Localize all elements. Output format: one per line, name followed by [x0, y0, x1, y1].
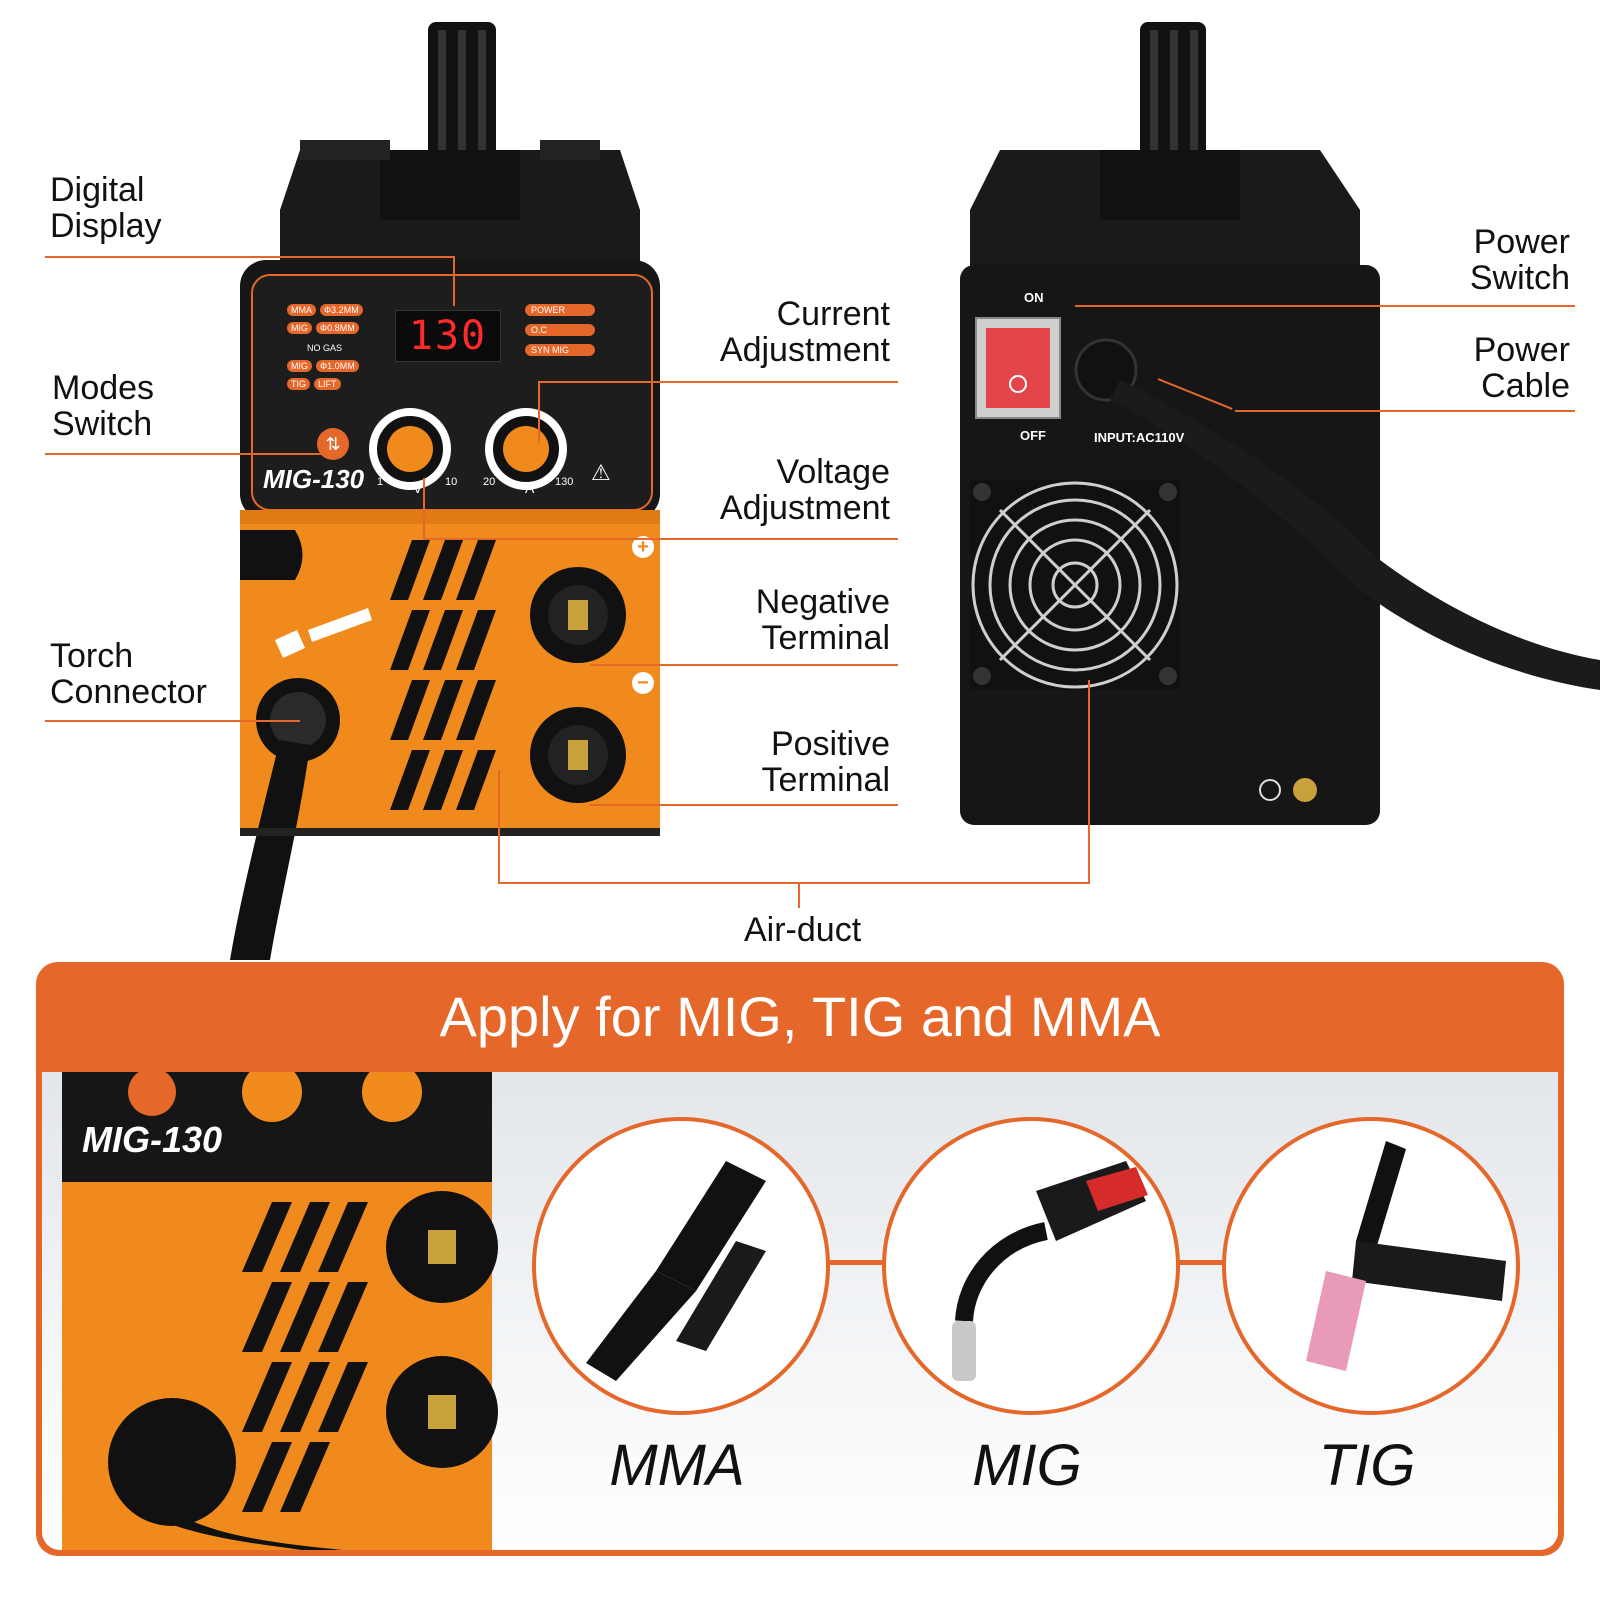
mode-label-list: MMA Φ3.2MM MIG Φ0.8MM NO GAS MIG Φ1.0MM … — [287, 304, 397, 390]
modes-switch-button[interactable]: ⇅ — [317, 428, 349, 460]
switch-off-label: OFF — [1020, 428, 1046, 443]
indicator-oc: O.C — [525, 324, 595, 336]
callout-digital-display: Digital Display — [50, 171, 162, 245]
callout-modes-switch: Modes Switch — [52, 369, 155, 443]
leader-line — [590, 664, 898, 666]
mma-torch-circle — [532, 1117, 830, 1415]
callout-negative-terminal: Negative Terminal — [755, 583, 890, 657]
indicator-power: POWER — [525, 304, 595, 316]
callout-current-adjustment: Current Adjustment — [719, 295, 890, 369]
callout-power-switch: Power Switch — [1469, 223, 1570, 297]
svg-text:MIG-130: MIG-130 — [82, 1119, 222, 1160]
leader-line — [423, 538, 898, 540]
mode-label: Φ1.0MM — [316, 360, 359, 372]
warning-icon: ⚠ — [591, 460, 611, 485]
connector-line — [827, 1260, 887, 1265]
mode-label: TIG — [287, 378, 310, 390]
terminal-plus-sign: + — [632, 536, 654, 558]
mode-label: LIFT — [314, 378, 341, 390]
indicator-list: POWER O.C SYN MIG — [525, 304, 595, 356]
voltage-max: 10 — [445, 476, 458, 488]
input-voltage-label: INPUT:AC110V — [1094, 430, 1185, 445]
current-max: 130 — [555, 476, 574, 488]
mode-row: MMA Φ3.2MM — [287, 304, 397, 316]
leader-line — [590, 804, 898, 806]
mode-label-mig: MIG — [972, 1433, 1082, 1498]
leader-line — [1235, 410, 1575, 412]
leader-line — [453, 256, 455, 306]
leader-line — [1088, 680, 1090, 884]
mode-row: MIG Φ0.8MM — [287, 322, 397, 334]
callout-air-duct: Air-duct — [744, 911, 862, 949]
voltage-knob[interactable] — [369, 408, 451, 490]
indicator-syn-mig: SYN MIG — [525, 344, 595, 356]
mode-label: Φ3.2MM — [320, 304, 363, 316]
leader-line — [498, 882, 1090, 884]
current-min: 20 — [483, 476, 496, 488]
mode-label: MIG — [287, 360, 312, 372]
leader-line — [45, 453, 335, 455]
leader-line — [45, 720, 300, 722]
model-label: MIG-130 — [263, 464, 365, 494]
leader-line — [538, 381, 540, 443]
voltage-unit: V — [413, 480, 423, 496]
callout-voltage-adjustment: Voltage Adjustment — [719, 453, 890, 527]
voltage-min: 1 — [377, 476, 384, 488]
tig-torch-image — [1306, 1141, 1506, 1371]
power-switch[interactable] — [976, 318, 1060, 418]
leader-line — [423, 478, 425, 540]
swap-arrows-icon: ⇅ — [325, 434, 341, 454]
digital-display: 130 — [395, 310, 501, 362]
mig-gun-image — [952, 1161, 1148, 1381]
terminal-minus-sign: − — [632, 672, 654, 694]
mig-torch-circle — [882, 1117, 1180, 1415]
switch-on-label: ON — [1024, 290, 1044, 305]
mode-label-mma: MMA — [609, 1433, 745, 1498]
leader-line — [498, 770, 500, 884]
electrode-holder-image — [586, 1161, 766, 1381]
mode-row: NO GAS — [307, 338, 397, 356]
mode-label: Φ0.8MM — [316, 322, 359, 334]
current-unit: A — [525, 480, 535, 496]
leader-line — [45, 256, 455, 258]
current-knob[interactable] — [485, 408, 567, 490]
banner-title: Apply for MIG, TIG and MMA — [439, 985, 1161, 1048]
mode-label: MMA — [287, 304, 316, 316]
callout-torch-connector: Torch Connector — [50, 637, 207, 711]
banner-content: MIG-130 — [42, 1072, 1558, 1550]
back-machine-illustration — [960, 22, 1600, 825]
leader-line — [798, 882, 800, 908]
callout-power-cable: Power Cable — [1473, 331, 1570, 405]
front-control-panel: MMA Φ3.2MM MIG Φ0.8MM NO GAS MIG Φ1.0MM … — [263, 300, 623, 510]
mode-label: MIG — [287, 322, 312, 334]
tig-torch-circle — [1222, 1117, 1520, 1415]
leader-line — [1075, 305, 1575, 307]
connector-line — [1167, 1260, 1227, 1265]
callout-positive-terminal: Positive Terminal — [761, 725, 890, 799]
leader-line — [538, 381, 898, 383]
mode-row: TIG LIFT — [287, 378, 397, 390]
machine-closeup-illustration: MIG-130 — [62, 1072, 498, 1550]
mode-label-tig: TIG — [1318, 1433, 1416, 1498]
mode-label: NO GAS — [307, 343, 343, 353]
back-view — [940, 0, 1600, 860]
mode-row: MIG Φ1.0MM — [287, 360, 397, 372]
application-banner: Apply for MIG, TIG and MMA MIG-130 — [36, 962, 1564, 1556]
